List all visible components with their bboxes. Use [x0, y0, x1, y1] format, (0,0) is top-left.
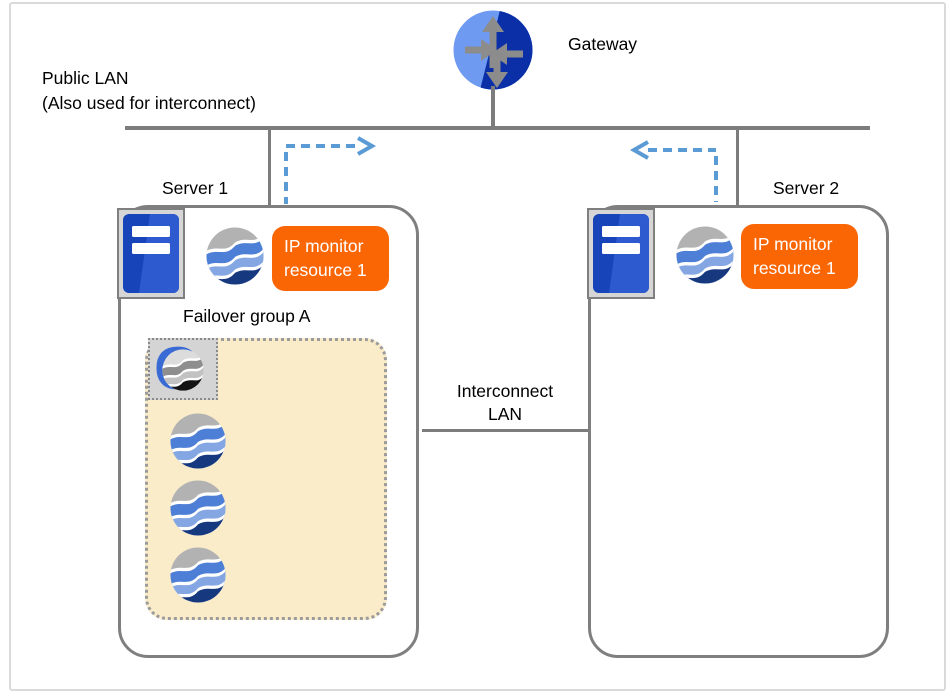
failover-group-title: Failover group A: [183, 306, 311, 326]
server1-tower-icon: [117, 208, 185, 299]
server2-monitor-line1: IP monitor: [753, 234, 833, 254]
server2-lan-link-line: [736, 130, 739, 206]
server2-label: Server 2: [773, 178, 840, 198]
interconnect-lan-line: [422, 429, 588, 432]
interconnect-lan-label: Interconnect LAN: [430, 380, 580, 426]
failover-group-sphere-icon: [162, 349, 204, 391]
server2-ip-monitor-badge: IP monitor resource 1: [741, 224, 858, 289]
failover-group-icon: G: [148, 338, 218, 400]
server1-monitor-line2: resource 1: [284, 260, 367, 280]
gateway-link-line: [491, 86, 495, 128]
disk-resource-sphere-icon: [170, 413, 226, 469]
public-lan-line2: (Also used for interconnect): [42, 93, 256, 113]
dashed-arrow-right-icon: [284, 136, 377, 204]
diagram-frame: [9, 2, 946, 691]
dashed-arrow-left-icon: [629, 140, 718, 202]
interconnect-line2: LAN: [487, 404, 523, 424]
gateway-label: Gateway: [568, 34, 638, 54]
server1-lan-link-line: [268, 130, 271, 206]
public-lan-line1: Public LAN: [42, 68, 129, 88]
server1-monitor-sphere-icon: [206, 227, 264, 285]
server2-tower-icon: [587, 208, 655, 299]
server1-ip-monitor-badge: IP monitor resource 1: [272, 226, 389, 291]
gateway-router-icon: [453, 10, 533, 90]
server1-monitor-line1: IP monitor: [284, 236, 364, 256]
public-lan-bus-line: [125, 126, 870, 130]
floating-ip-resource-sphere-icon: [170, 547, 226, 603]
server2-monitor-line2: resource 1: [753, 258, 836, 278]
interconnect-line1: Interconnect: [456, 381, 554, 401]
server2-monitor-sphere-icon: [676, 226, 734, 284]
server1-label: Server 1: [162, 178, 229, 198]
exec-resource-sphere-icon: [170, 480, 226, 536]
public-lan-label: Public LAN (Also used for interconnect): [42, 66, 256, 116]
